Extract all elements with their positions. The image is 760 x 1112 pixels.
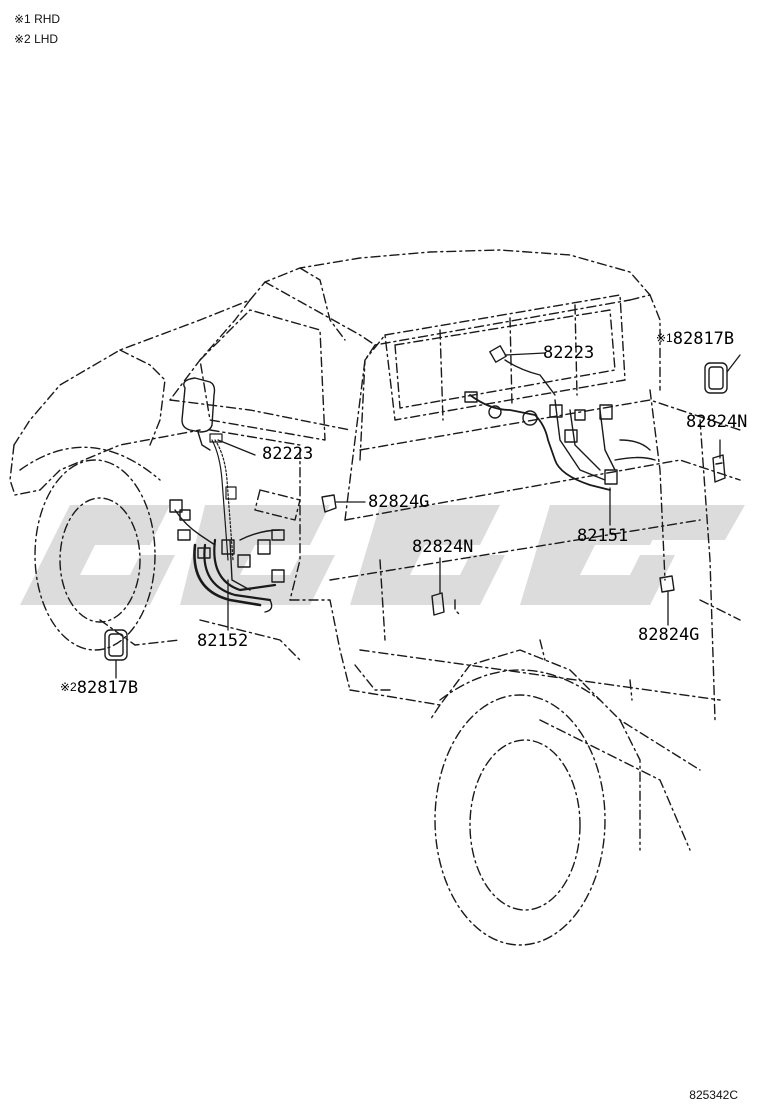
callout-82151[interactable]: 82151 (577, 528, 628, 545)
grommet-82817b-rh (704, 362, 728, 394)
callout-mark: ※1 (656, 331, 673, 345)
clamp-82824n-mid (431, 592, 445, 616)
part-number: 82152 (197, 631, 249, 651)
note-text: LHD (34, 32, 59, 46)
truck-body-outline (9, 249, 741, 851)
note-rhd: ※1 RHD (14, 12, 60, 26)
part-number: 82824G (368, 492, 430, 512)
rear-wheel (434, 669, 606, 946)
part-number: 82817B (76, 678, 139, 698)
cargo-bed (354, 389, 716, 851)
callout-mark: ※2 (60, 680, 77, 694)
harness-82223-front (209, 433, 237, 561)
callout-82824g-bed[interactable]: 82824G (638, 627, 699, 644)
leader-lines (115, 352, 741, 679)
note-lhd: ※2 LHD (14, 32, 58, 46)
cab-door (199, 309, 326, 601)
watermark-logo (20, 505, 745, 605)
front-wheel (19, 446, 161, 651)
part-number: 82824N (412, 537, 474, 557)
part-number: 82151 (577, 526, 629, 546)
rear-window (359, 294, 626, 461)
part-number: 82824N (686, 412, 748, 432)
callout-82824g-cab[interactable]: 82824G (368, 494, 429, 511)
clamp-82824g-cab (321, 494, 337, 513)
drawing-number: 825342C (689, 1088, 738, 1102)
callout-82223-rear[interactable]: 82223 (543, 345, 594, 362)
note-text: RHD (34, 12, 61, 26)
part-number: 82824G (638, 625, 700, 645)
callout-82824n-right[interactable]: 82824N (686, 414, 747, 431)
callout-82152[interactable]: 82152 (197, 633, 248, 650)
part-number: 82223 (262, 444, 314, 464)
note-mark: ※1 (14, 12, 31, 26)
callout-82223-front[interactable]: 82223 (262, 446, 313, 463)
clamp-82824n-right (712, 454, 726, 483)
callout-82817b-rhd[interactable]: ※182817B (656, 331, 734, 348)
side-mirror (181, 377, 216, 451)
part-number: 82223 (543, 343, 595, 363)
harness-82152 (169, 499, 285, 613)
clamp-82824g-bed (659, 575, 675, 593)
grommet-82817b-lh (104, 629, 128, 661)
part-number: 82817B (672, 329, 735, 349)
callout-82817b-lhd[interactable]: ※282817B (60, 680, 138, 697)
harness-82151 (464, 345, 656, 491)
note-mark: ※2 (14, 32, 31, 46)
callout-82824n-mid[interactable]: 82824N (412, 539, 473, 556)
